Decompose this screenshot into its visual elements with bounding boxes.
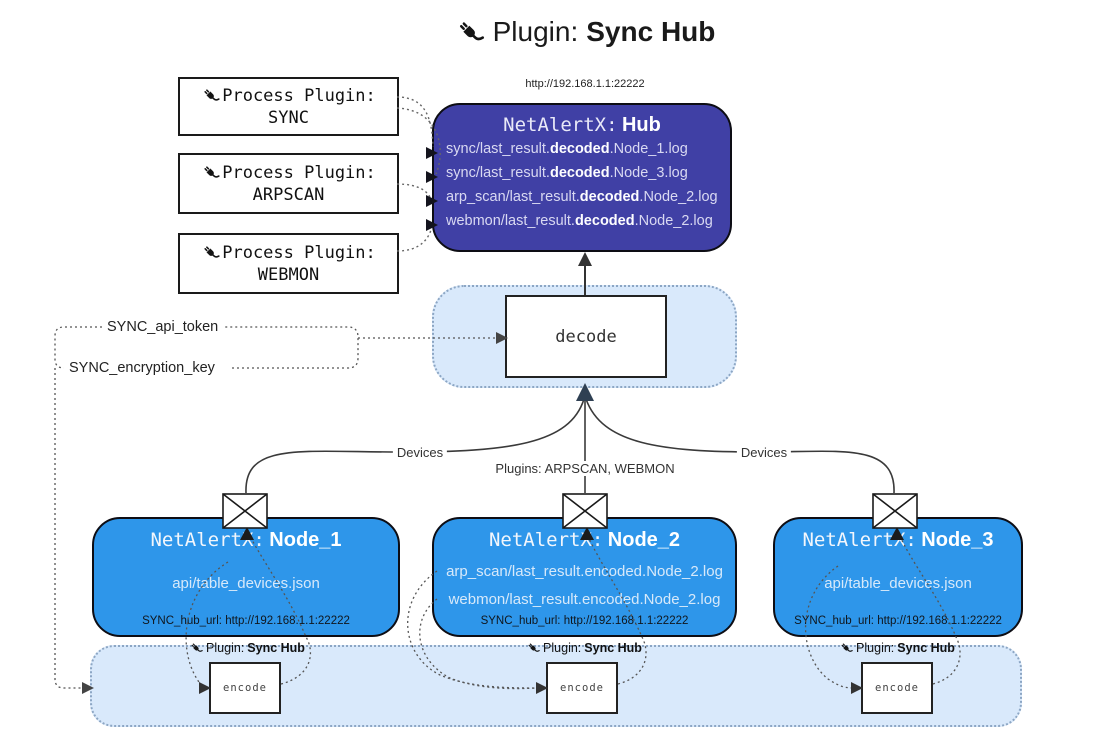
hub-log-entry: sync/last_result.decoded.Node_1.log — [446, 141, 688, 157]
encoder-plugin-label: Plugin:Sync Hub — [839, 641, 955, 655]
encoder-plugin-label: Plugin:Sync Hub — [189, 641, 305, 655]
node-box-node1: NetAlertX: Node_1 api/table_devices.json… — [92, 517, 400, 637]
hub-log-entry: sync/last_result.decoded.Node_3.log — [446, 165, 688, 181]
decode-box: decode — [505, 295, 667, 378]
encode-box: encode — [546, 662, 618, 714]
plug-icon — [839, 641, 853, 655]
hub-box: NetAlertX: Hub sync/last_result.decoded.… — [432, 103, 732, 252]
plug-icon — [201, 243, 220, 262]
process-plugin-box-arpscan: Process Plugin: ARPSCAN — [178, 153, 399, 214]
sync-encryption-key-label: SYNC_encryption_key — [66, 360, 218, 376]
node-title: NetAlertX: Node_2 — [488, 529, 681, 551]
devices-right-label: Devices — [736, 445, 792, 460]
node-box-node2: NetAlertX: Node_2 arp_scan/last_result.e… — [432, 517, 737, 637]
plug-icon — [455, 17, 485, 47]
plug-icon — [201, 86, 220, 105]
hub-title-prefix: NetAlertX: — [503, 114, 618, 136]
title-name: Sync Hub — [586, 16, 716, 47]
node-hub-url: SYNC_hub_url: http://192.168.1.1:22222 — [480, 615, 689, 627]
decode-label: decode — [555, 326, 617, 347]
process-plugin-name: WEBMON — [257, 264, 320, 285]
process-plugin-name: ARPSCAN — [252, 184, 325, 205]
hub-title-name: Hub — [621, 114, 661, 136]
encoder-plugin-label: Plugin:Sync Hub — [526, 641, 642, 655]
node-hub-url: SYNC_hub_url: http://192.168.1.1:22222 — [794, 615, 1002, 627]
node-file: api/table_devices.json — [824, 575, 972, 592]
title-label: Plugin: — [492, 16, 579, 47]
node-box-node3: NetAlertX: Node_3 api/table_devices.json… — [773, 517, 1023, 637]
plug-icon — [189, 641, 203, 655]
encode-box: encode — [209, 662, 281, 714]
plug-icon — [201, 163, 220, 182]
process-plugin-box-sync: Process Plugin: SYNC — [178, 77, 399, 136]
process-plugin-label: Process Plugin: — [222, 85, 376, 106]
devices-curves — [245, 397, 895, 494]
process-plugin-name: SYNC — [268, 107, 309, 128]
hub-log-entry: webmon/last_result.decoded.Node_2.log — [446, 213, 713, 229]
hub-url-label: http://192.168.1.1:22222 — [525, 78, 645, 90]
hub-title: NetAlertX: Hub — [434, 114, 730, 137]
encode-box: encode — [861, 662, 933, 714]
node-file: webmon/last_result.encoded.Node_2.log — [448, 591, 721, 608]
process-plugin-label: Process Plugin: — [222, 162, 376, 183]
devices-left-label: Devices — [392, 445, 448, 460]
plugins-center-label: Plugins: ARPSCAN, WEBMON — [491, 461, 679, 476]
node-title: NetAlertX: Node_3 — [802, 529, 994, 551]
node-hub-url: SYNC_hub_url: http://192.168.1.1:22222 — [142, 615, 350, 627]
node-title: NetAlertX: Node_1 — [150, 529, 342, 551]
process-plugin-box-webmon: Process Plugin: WEBMON — [178, 233, 399, 294]
node-file: arp_scan/last_result.encoded.Node_2.log — [446, 563, 723, 580]
plug-icon — [526, 641, 540, 655]
hub-log-entry: arp_scan/last_result.decoded.Node_2.log — [446, 189, 718, 205]
process-plugin-label: Process Plugin: — [222, 242, 376, 263]
node-file: api/table_devices.json — [172, 575, 320, 592]
sync-api-token-label: SYNC_api_token — [104, 319, 222, 335]
page-title: Plugin: Sync Hub — [455, 16, 716, 48]
